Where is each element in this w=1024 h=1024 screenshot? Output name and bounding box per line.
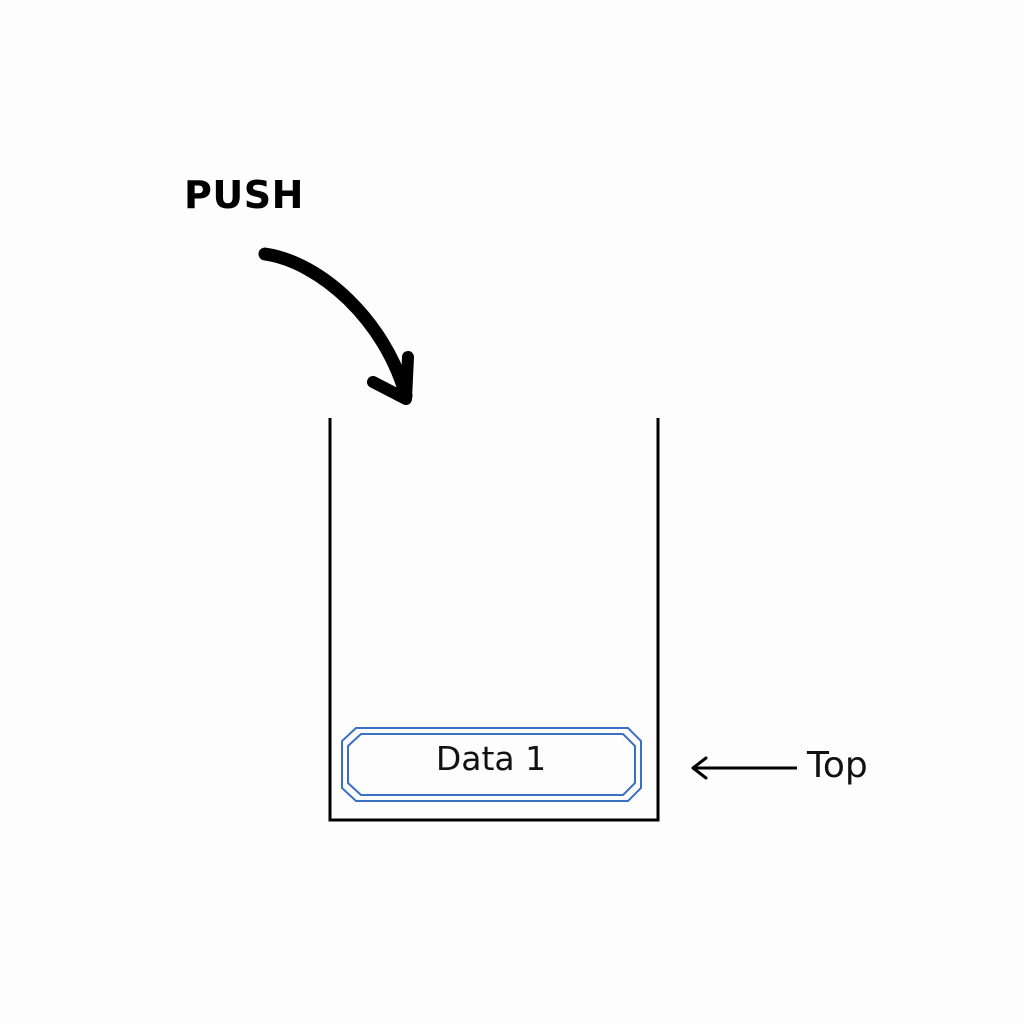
stack-item-label: Data 1 bbox=[435, 739, 547, 778]
top-pointer-label: Top bbox=[807, 745, 868, 786]
stack-container bbox=[328, 418, 660, 822]
top-pointer-arrow-icon bbox=[691, 756, 797, 780]
push-label: PUSH bbox=[184, 173, 304, 217]
push-arrow-icon bbox=[258, 247, 414, 405]
stack-item-data-1 bbox=[341, 727, 642, 802]
